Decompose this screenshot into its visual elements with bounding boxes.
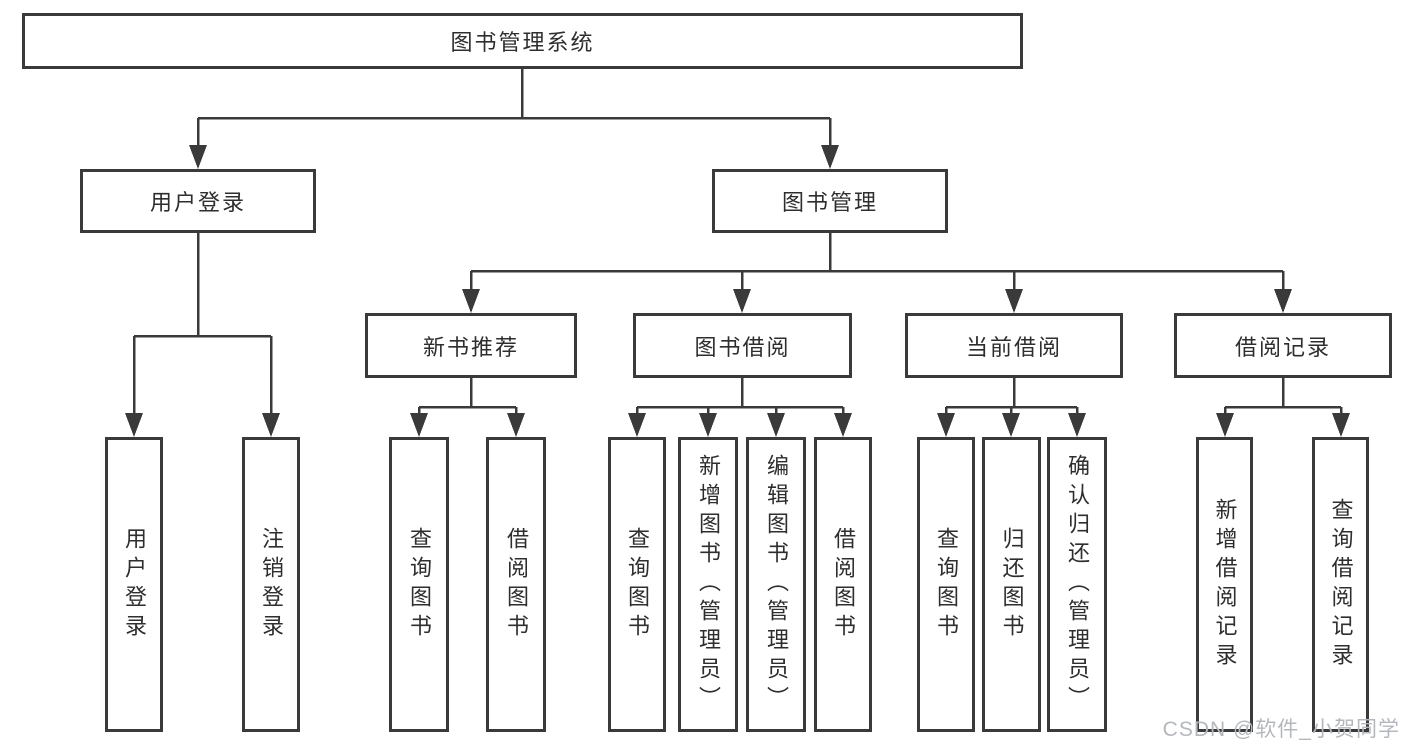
leaf-query-books-recommend-label: 查询图书 bbox=[407, 526, 432, 643]
leaf-add-borrow-record: 新增借阅记录 bbox=[1196, 437, 1253, 732]
node-book-borrow-label: 图书借阅 bbox=[694, 334, 791, 360]
arrowhead-icon bbox=[189, 145, 207, 169]
connector-recommend-to-leaves bbox=[417, 378, 518, 422]
leaf-query-books-recommend: 查询图书 bbox=[389, 437, 449, 732]
arrowhead-icon bbox=[410, 413, 428, 437]
arrowhead-icon bbox=[507, 413, 525, 437]
node-root-label: 图书管理系统 bbox=[450, 30, 595, 55]
leaf-borrow-books-label: 借阅图书 bbox=[831, 526, 856, 643]
leaf-edit-book-admin: 编辑图书（管理员） bbox=[746, 437, 806, 732]
connector-root-to-level2 bbox=[196, 69, 832, 152]
node-book-management: 图书管理 bbox=[712, 169, 948, 233]
node-book-management-label: 图书管理 bbox=[781, 190, 878, 215]
node-user-login-label: 用户登录 bbox=[149, 190, 246, 215]
leaf-confirm-return-admin: 确认归还（管理员） bbox=[1047, 437, 1107, 732]
arrowhead-icon bbox=[699, 413, 717, 437]
connector-borrow-to-leaves bbox=[635, 378, 845, 422]
leaf-query-books-borrow-label: 查询图书 bbox=[625, 526, 650, 643]
leaf-borrow-books-recommend-label: 借阅图书 bbox=[504, 526, 529, 643]
arrowhead-icon bbox=[937, 413, 955, 437]
node-borrow-records-label: 借阅记录 bbox=[1234, 334, 1331, 360]
arrowhead-icon bbox=[1002, 413, 1020, 437]
arrowhead-icon bbox=[462, 289, 480, 313]
arrowhead-icon bbox=[125, 413, 143, 437]
arrowhead-icon bbox=[821, 145, 839, 169]
connector-records-to-leaves bbox=[1223, 378, 1343, 422]
connector-current-to-leaves bbox=[944, 378, 1079, 422]
arrowhead-icon bbox=[834, 413, 852, 437]
arrowhead-icon bbox=[262, 413, 280, 437]
arrowhead-icon bbox=[767, 413, 785, 437]
leaf-return-books-label: 归还图书 bbox=[999, 526, 1025, 643]
node-current-borrow: 当前借阅 bbox=[905, 313, 1123, 378]
arrowhead-icon bbox=[1216, 413, 1234, 437]
connector-management-to-level3 bbox=[469, 233, 1285, 297]
leaf-user-login: 用户登录 bbox=[105, 437, 163, 732]
leaf-user-login-label: 用户登录 bbox=[122, 526, 147, 643]
node-book-borrow: 图书借阅 bbox=[633, 313, 852, 378]
leaf-add-book-admin: 新增图书（管理员） bbox=[678, 437, 738, 732]
leaf-add-borrow-record-label: 新增借阅记录 bbox=[1212, 497, 1238, 672]
leaf-query-books-current-label: 查询图书 bbox=[934, 526, 959, 643]
leaf-query-borrow-record: 查询借阅记录 bbox=[1312, 437, 1369, 732]
leaf-query-books-current: 查询图书 bbox=[917, 437, 975, 732]
leaf-confirm-return-admin-label: 确认归还（管理员） bbox=[1065, 454, 1090, 715]
node-current-borrow-label: 当前借阅 bbox=[965, 334, 1062, 360]
node-new-book-recommend: 新书推荐 bbox=[365, 313, 577, 378]
arrowhead-icon bbox=[628, 413, 646, 437]
leaf-edit-book-admin-label: 编辑图书（管理员） bbox=[764, 454, 789, 715]
leaf-logout-label: 注销登录 bbox=[259, 526, 284, 643]
arrowhead-icon bbox=[1274, 289, 1292, 313]
leaf-borrow-books-recommend: 借阅图书 bbox=[486, 437, 546, 732]
leaf-query-books-borrow: 查询图书 bbox=[608, 437, 666, 732]
node-user-login: 用户登录 bbox=[80, 169, 316, 233]
node-root: 图书管理系统 bbox=[22, 13, 1023, 69]
node-borrow-records: 借阅记录 bbox=[1174, 313, 1392, 378]
arrowhead-icon bbox=[1068, 413, 1086, 437]
connector-login-to-leaves bbox=[132, 233, 273, 422]
arrowhead-icon bbox=[1332, 413, 1350, 437]
leaf-query-borrow-record-label: 查询借阅记录 bbox=[1328, 497, 1354, 672]
arrowhead-icon bbox=[733, 289, 751, 313]
leaf-add-book-admin-label: 新增图书（管理员） bbox=[696, 454, 721, 715]
leaf-borrow-books: 借阅图书 bbox=[814, 437, 872, 732]
watermark: CSDN @软件_小贺同学 bbox=[1162, 718, 1400, 741]
node-new-book-recommend-label: 新书推荐 bbox=[422, 334, 519, 360]
arrowhead-icon bbox=[1005, 289, 1023, 313]
leaf-logout: 注销登录 bbox=[242, 437, 300, 732]
leaf-return-books: 归还图书 bbox=[982, 437, 1041, 732]
